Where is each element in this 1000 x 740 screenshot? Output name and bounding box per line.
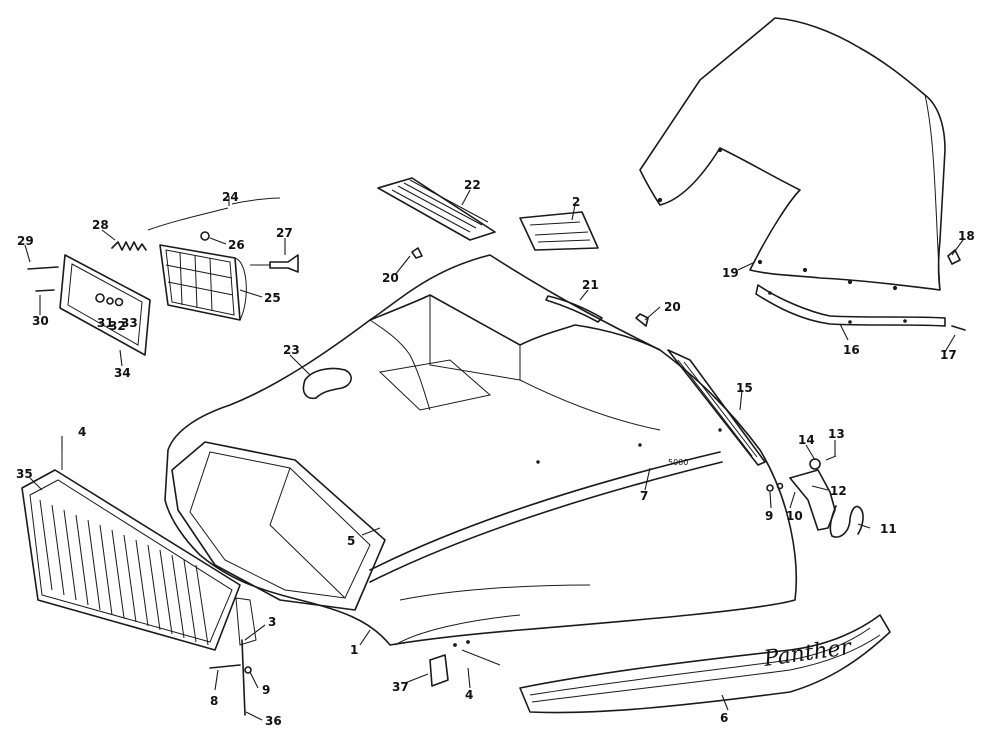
- callout-23: 23: [283, 343, 300, 357]
- hood-latch: [766, 455, 864, 538]
- callout-36: 36: [265, 714, 282, 728]
- callout-22: 22: [464, 178, 481, 192]
- vent-louver: [377, 177, 496, 241]
- callout-4-grille: 4: [78, 425, 86, 439]
- leader-lines: [24, 189, 964, 721]
- callout-35: 35: [16, 467, 33, 481]
- model-decal: [519, 211, 599, 251]
- callout-32: 32: [109, 319, 126, 333]
- callout-labels: 1 2 3 4 4 5 6 7 8 9 9 10 11 12 13 14 15 …: [16, 178, 975, 728]
- callout-19: 19: [722, 266, 739, 280]
- callout-34: 34: [114, 366, 131, 380]
- lower-hardware: [61, 247, 966, 716]
- callout-9-lower: 9: [262, 683, 270, 697]
- callout-26: 26: [228, 238, 245, 252]
- callout-21: 21: [582, 278, 599, 292]
- callout-28: 28: [92, 218, 109, 232]
- callout-20-right: 20: [664, 300, 681, 314]
- callout-3: 3: [268, 615, 276, 629]
- callout-16: 16: [843, 343, 860, 357]
- hood-emblem: [302, 367, 352, 400]
- callout-20-left: 20: [382, 271, 399, 285]
- callout-18: 18: [958, 229, 975, 243]
- callout-5: 5: [347, 534, 355, 548]
- windshield: [639, 17, 946, 291]
- callout-12: 12: [830, 484, 847, 498]
- trim-strip: [545, 295, 603, 323]
- headlight-assembly: [27, 197, 299, 356]
- callout-25: 25: [264, 291, 281, 305]
- callout-29: 29: [17, 234, 34, 248]
- callout-7: 7: [640, 489, 648, 503]
- side-stripe-decal: Panther: [519, 614, 891, 714]
- callout-37: 37: [392, 680, 409, 694]
- callout-24: 24: [222, 190, 239, 204]
- callout-27: 27: [276, 226, 293, 240]
- callout-13: 13: [828, 427, 845, 441]
- callout-14: 14: [798, 433, 815, 447]
- callout-11: 11: [880, 522, 897, 536]
- callout-6: 6: [720, 711, 728, 725]
- callout-33: 33: [121, 316, 138, 330]
- callout-30: 30: [32, 314, 49, 328]
- callout-1: 1: [350, 643, 358, 657]
- callout-17: 17: [940, 348, 957, 362]
- callout-9-latch: 9: [765, 509, 773, 523]
- hood-number-decal: 5000: [668, 458, 688, 467]
- callout-8: 8: [210, 694, 218, 708]
- hood: [164, 254, 798, 647]
- callout-10: 10: [786, 509, 803, 523]
- callout-2: 2: [572, 195, 580, 209]
- grille: [21, 469, 241, 651]
- windshield-trim: [755, 284, 946, 327]
- callout-31: 31: [97, 316, 114, 330]
- side-vent: [667, 349, 766, 466]
- callout-4-hood: 4: [465, 688, 473, 702]
- callout-15: 15: [736, 381, 753, 395]
